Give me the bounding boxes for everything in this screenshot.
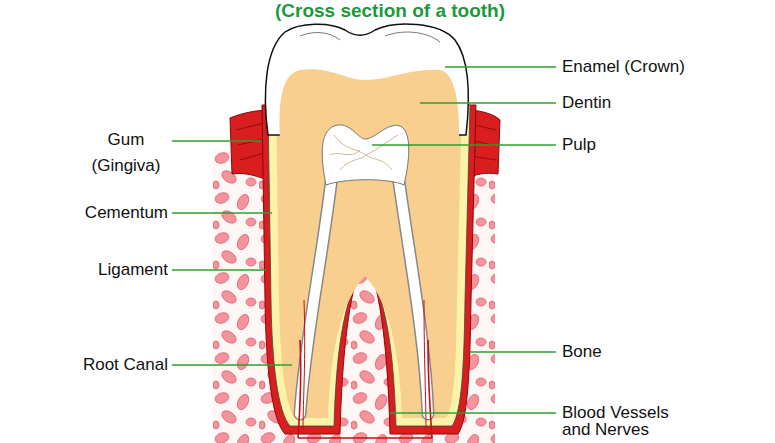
leader-line bbox=[172, 140, 262, 141]
dentin-crown bbox=[280, 69, 460, 140]
leader-line bbox=[172, 212, 272, 213]
label-ligament: Ligament bbox=[98, 257, 168, 283]
root-canal-outline bbox=[398, 175, 428, 414]
leader-line bbox=[172, 364, 292, 365]
leader-line bbox=[420, 102, 556, 103]
root-canal bbox=[300, 175, 332, 414]
label-blood-vessels: Blood Vessels and Nerves bbox=[562, 404, 690, 438]
root-canal bbox=[398, 175, 428, 414]
label-pulp: Pulp bbox=[562, 132, 596, 158]
label-dentin: Dentin bbox=[562, 90, 611, 116]
pulp-chamber bbox=[322, 125, 409, 185]
label-gum: Gum (Gingiva) bbox=[84, 127, 168, 179]
leader-lines bbox=[172, 67, 556, 413]
leader-line bbox=[372, 144, 556, 145]
enamel-cusp-line bbox=[300, 32, 440, 42]
diagram-title: (Cross section of a tooth) bbox=[230, 0, 550, 21]
leader-line bbox=[390, 412, 556, 413]
label-bone: Bone bbox=[562, 339, 602, 365]
label-cementum: Cementum bbox=[85, 200, 168, 226]
leader-line bbox=[445, 66, 556, 67]
root-canal-outline bbox=[300, 175, 332, 414]
label-enamel: Enamel (Crown) bbox=[562, 54, 685, 80]
blood-vessel bbox=[303, 300, 426, 430]
leader-line bbox=[172, 269, 266, 270]
leader-line bbox=[470, 351, 556, 352]
blood-vessel bbox=[298, 340, 432, 438]
label-root-canal: Root Canal bbox=[83, 352, 168, 378]
pulp-nerves bbox=[330, 135, 398, 170]
